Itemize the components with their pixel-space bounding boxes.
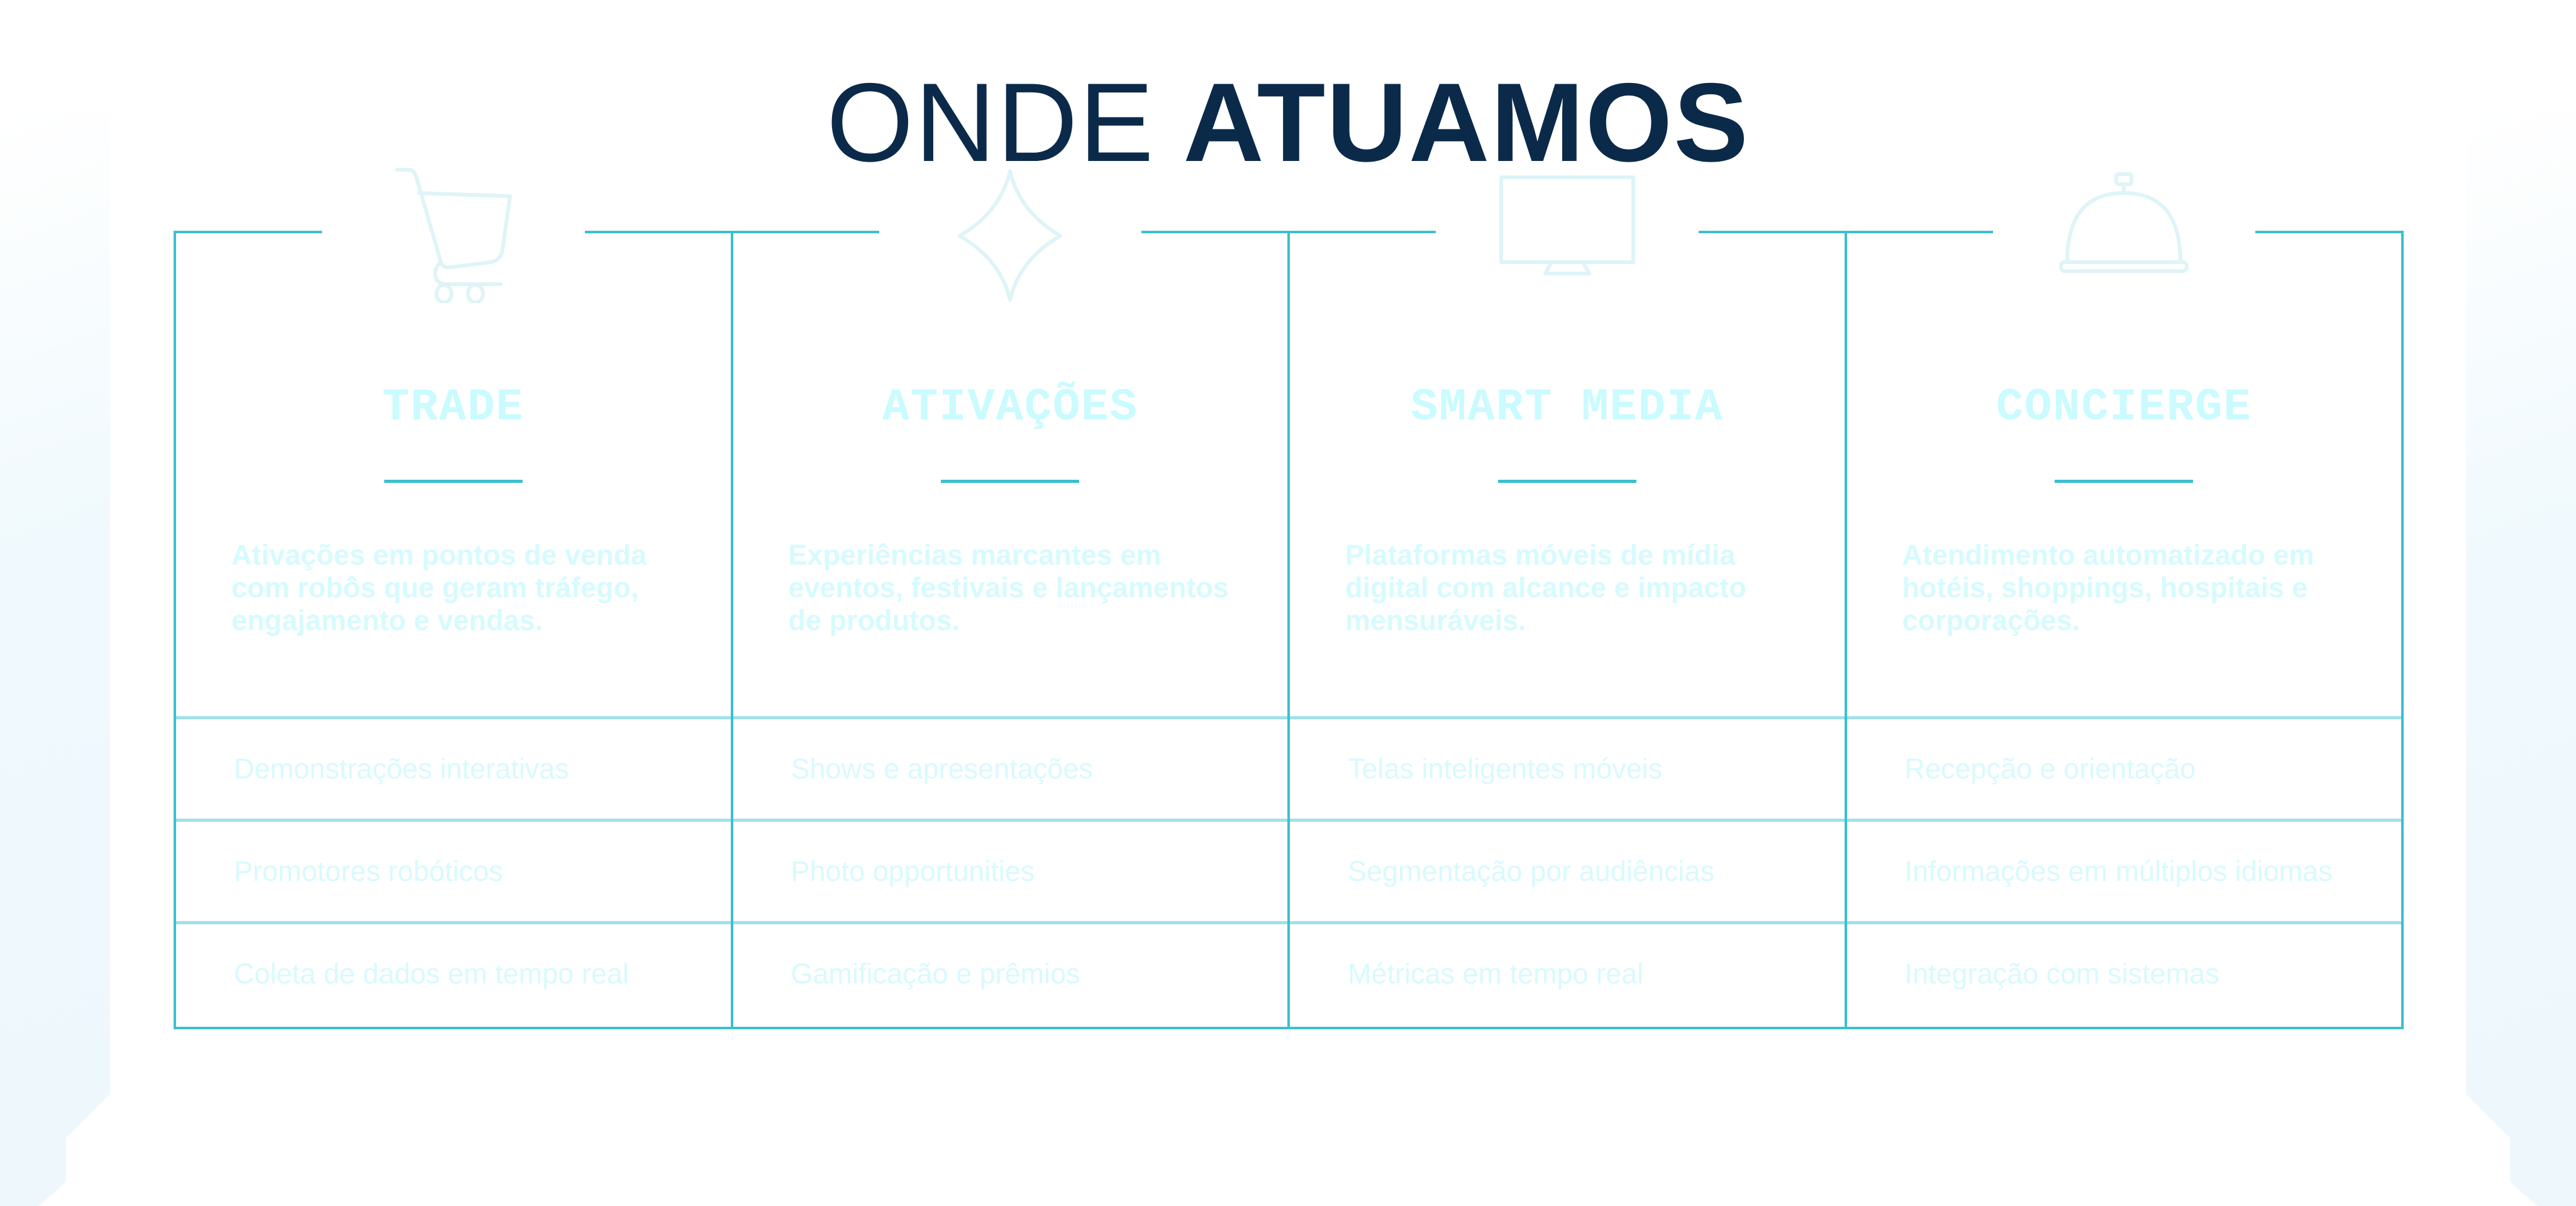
list-item: Métricas em tempo real <box>1290 921 1845 1029</box>
monitor-icon <box>1492 168 1643 303</box>
list-item: Recepção e orientação <box>1846 716 2401 819</box>
column-title: CONCIERGE <box>1996 382 2252 433</box>
page-title: ONDE ATUAMOS <box>0 61 2576 184</box>
cart-wheel <box>434 283 453 304</box>
decorative-side-panel-left <box>0 113 110 1206</box>
shopping-cart-icon <box>378 168 529 304</box>
divider <box>1698 231 1845 233</box>
list-item: Shows e apresentações <box>733 716 1287 819</box>
column-title: ATIVAÇÕES <box>882 382 1138 433</box>
areas-grid: TRADE Ativações em pontos de venda com r… <box>174 168 2404 1029</box>
list-item: Integração com sistemas <box>1846 921 2401 1029</box>
column-title: SMART MEDIA <box>1411 382 1724 433</box>
list-item: Promotores robóticos <box>176 819 731 921</box>
divider <box>733 231 879 233</box>
list-item: Demonstrações interativas <box>176 716 731 819</box>
cart-wheel <box>465 283 485 304</box>
list-item: Gamificação e prêmios <box>733 921 1287 1029</box>
title-light: ONDE <box>826 60 1155 185</box>
sparkle-star-icon <box>935 168 1085 303</box>
list-item: Informações em múltiplos idiomas <box>1846 819 2401 921</box>
title-underline <box>384 480 523 483</box>
decorative-side-panel-right <box>2466 113 2576 1206</box>
divider <box>1141 231 1287 233</box>
column-description: Plataformas móveis de mídia digital com … <box>1345 539 1746 636</box>
list-item: Coleta de dados em tempo real <box>176 921 731 1029</box>
title-bold: ATUAMOS <box>1183 60 1750 185</box>
column-description: Experiências marcantes em eventos, festi… <box>788 539 1229 636</box>
title-underline <box>2055 480 2194 483</box>
column-ativacoes: ATIVAÇÕES Experiências marcantes em even… <box>733 169 1290 1029</box>
column-description: Ativações em pontos de venda com robôs q… <box>231 539 647 636</box>
list-item: Telas inteligentes móveis <box>1290 716 1845 819</box>
title-underline <box>1497 480 1636 483</box>
divider <box>2255 231 2401 233</box>
list-item: Photo opportunities <box>733 819 1287 921</box>
divider <box>176 231 322 233</box>
column-description: Atendimento automatizado em hotéis, shop… <box>1902 539 2314 636</box>
divider <box>584 231 731 233</box>
list-item: Segmentação por audiências <box>1290 819 1845 921</box>
divider <box>1290 231 1436 233</box>
column-smart-media: SMART MEDIA Plataformas móveis de mídia … <box>1290 175 1847 1029</box>
column-trade: TRADE Ativações em pontos de venda com r… <box>176 168 733 1029</box>
column-title: TRADE <box>382 382 525 433</box>
divider <box>1846 231 1993 233</box>
service-bell-icon <box>2048 168 2199 303</box>
column-concierge: CONCIERGE Atendimento automatizado em ho… <box>1846 172 2401 1029</box>
title-underline <box>941 480 1080 483</box>
